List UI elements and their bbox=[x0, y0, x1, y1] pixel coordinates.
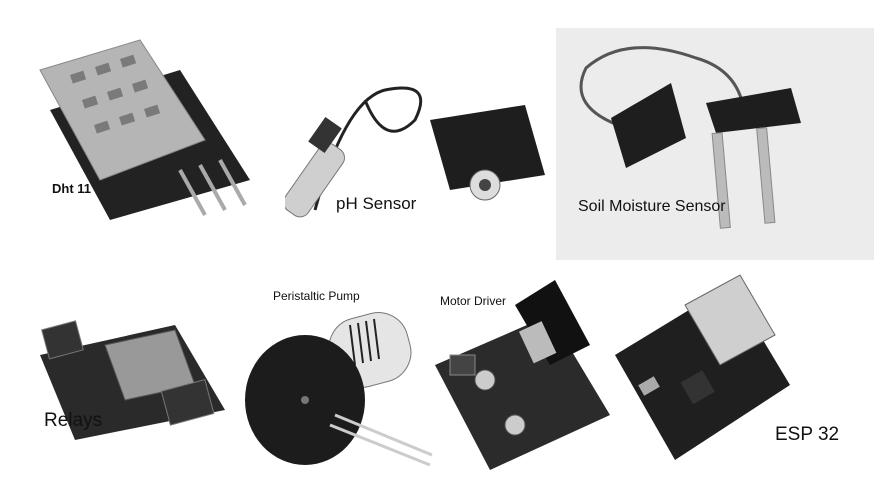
ph-sensor-image bbox=[285, 86, 545, 218]
motor-driver-image bbox=[435, 280, 610, 470]
motor-driver-label: Motor Driver bbox=[440, 294, 507, 308]
dht11-label: Dht 11 bbox=[52, 181, 92, 196]
esp32-label: ESP 32 bbox=[775, 424, 840, 445]
soil-moisture-label: Soil Moisture Sensor bbox=[578, 198, 726, 215]
dht11-sensor-image bbox=[39, 39, 250, 220]
esp32-board-image bbox=[615, 274, 790, 460]
relay-module-image bbox=[40, 320, 225, 440]
soil-moisture-sensor-image bbox=[579, 46, 801, 229]
ph-sensor-label: pH Sensor bbox=[336, 194, 417, 213]
relays-label: Relays bbox=[44, 410, 103, 431]
peristaltic-pump-image bbox=[245, 312, 433, 467]
peristaltic-pump-label: Peristaltic Pump bbox=[273, 289, 360, 303]
